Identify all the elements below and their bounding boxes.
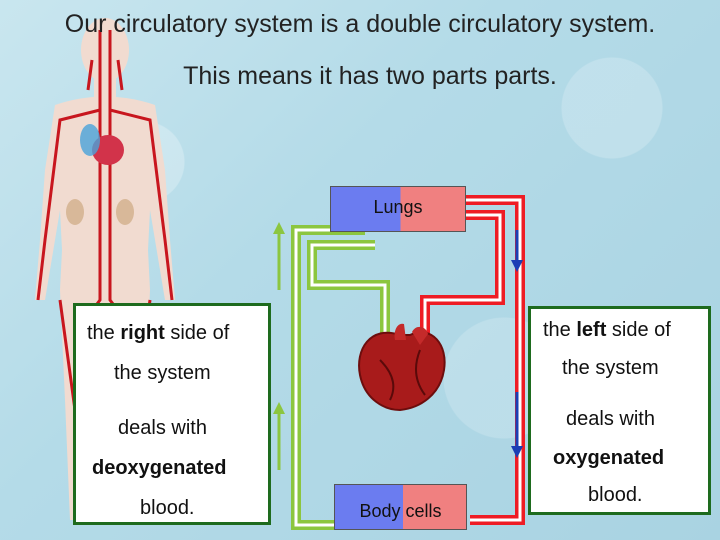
left-side-l1a: the <box>543 319 577 341</box>
left-side-l1b: left <box>576 319 607 341</box>
figure-heart-icon <box>92 135 124 165</box>
right-side-line-3: deals with <box>118 417 207 439</box>
body-cells-label: Body cells <box>359 501 442 521</box>
arrow-up-upper-icon <box>273 222 285 290</box>
right-side-line-5: blood. <box>140 497 195 519</box>
lungs-block: Lungs <box>330 186 466 232</box>
right-side-l1c: side of <box>164 322 230 344</box>
left-side-l1c: side of <box>606 319 671 341</box>
left-side-line-2: the system <box>562 357 659 379</box>
arrow-down-lower-icon <box>511 392 523 458</box>
arrow-up-lower-icon <box>273 402 285 470</box>
left-side-line-3: deals with <box>566 408 655 430</box>
kidney-left-icon <box>66 199 84 225</box>
right-side-box <box>73 303 271 525</box>
right-side-line-4: deoxygenated <box>92 457 227 479</box>
body-cells-block: Body cells <box>334 484 467 530</box>
lungs-label: Lungs <box>373 197 423 217</box>
right-side-line-2: the system <box>114 362 211 384</box>
right-side-line-1: the right side of <box>87 322 229 345</box>
left-side-line-1: the left side of <box>543 319 671 342</box>
arrow-down-upper-icon <box>511 230 523 272</box>
arrows <box>273 222 523 470</box>
kidney-right-icon <box>116 199 134 225</box>
title-line-2: This means it has two parts parts. <box>183 62 557 90</box>
heart-icon <box>358 323 446 412</box>
right-side-l1b: right <box>120 322 165 344</box>
right-side-l1a: the <box>87 322 121 344</box>
left-side-box <box>528 306 711 515</box>
title-line-1: Our circulatory system is a double circu… <box>64 10 656 38</box>
red-pipes <box>420 195 525 525</box>
left-side-line-4: oxygenated <box>553 447 665 469</box>
figure-lung-left-icon <box>80 124 100 156</box>
left-side-line-5: blood. <box>588 484 643 506</box>
